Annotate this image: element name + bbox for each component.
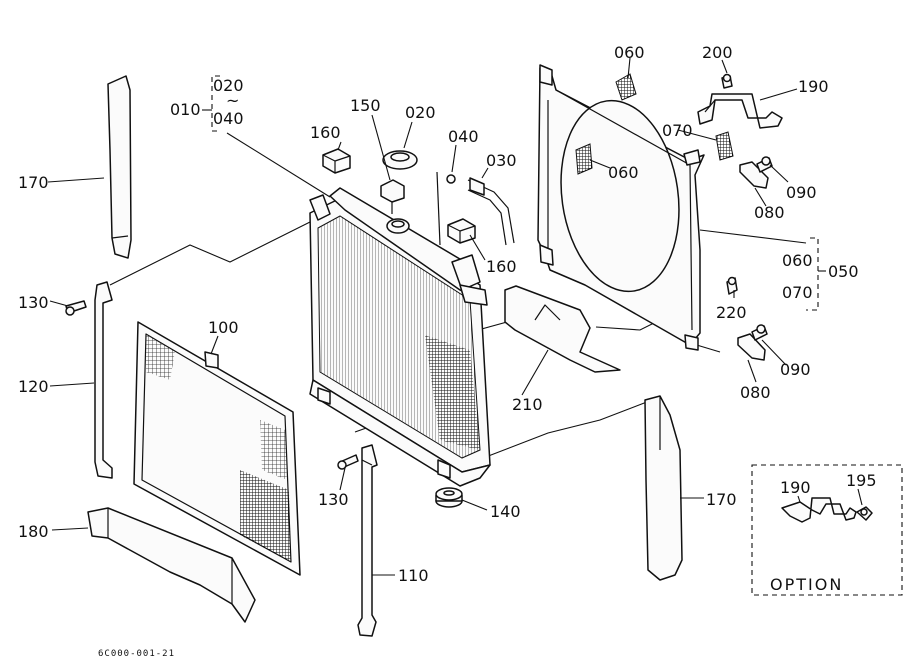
group-bracket-010: [202, 75, 220, 132]
part-210-air-baffle: [504, 285, 621, 373]
part-030-overflow-hose: [467, 177, 515, 246]
label-170-right: 170: [706, 490, 737, 509]
part-140-rubber-mount: [435, 487, 463, 508]
label-140: 140: [490, 502, 521, 521]
part-labels: 010 020 ~ 040 150 020 160 040 030 160 06…: [18, 43, 877, 659]
label-100: 100: [208, 318, 239, 337]
part-020-radiator-cap: [382, 150, 418, 234]
part-080-bracket-upper: [739, 161, 769, 189]
label-040: 040: [213, 109, 244, 128]
label-190: 190: [798, 77, 829, 96]
label-130-lower: 130: [318, 490, 349, 509]
option-box: [751, 464, 903, 596]
group-bracket-050: [806, 237, 826, 311]
part-130-bolt-lower: [337, 454, 359, 470]
label-020: 020: [213, 76, 244, 95]
part-060-seal-top: [615, 73, 637, 101]
label-180: 180: [18, 522, 49, 541]
label-010: 010: [170, 100, 201, 119]
part-090-bolt-upper: [756, 156, 773, 173]
part-090-bolt-lower: [751, 324, 768, 341]
option-label: OPTION: [770, 575, 843, 594]
label-060-top: 060: [614, 43, 645, 62]
radiator-core: [309, 187, 491, 487]
part-190-stay: [697, 93, 783, 129]
label-050: 050: [828, 262, 859, 281]
drawing-code: 6C000-001-21: [98, 649, 175, 659]
part-060-seal-middle: [575, 143, 593, 175]
part-040-hose-clip: [436, 171, 456, 246]
label-090-upper: 090: [786, 183, 817, 202]
label-070-top: 070: [662, 121, 693, 140]
part-170-left-side-cover: [107, 75, 132, 259]
label-130-left: 130: [18, 293, 49, 312]
label-070-group: 070: [782, 283, 813, 302]
label-tilde: ~: [226, 91, 239, 110]
part-160-cushion-right: [447, 218, 476, 244]
part-200-bolt: [721, 73, 733, 89]
part-110-lower-stay: [357, 444, 378, 637]
label-110: 110: [398, 566, 429, 585]
label-195: 195: [846, 471, 877, 490]
label-060-group: 060: [782, 251, 813, 270]
label-090-lower: 090: [780, 360, 811, 379]
label-060-mid: 060: [608, 163, 639, 182]
label-220: 220: [716, 303, 747, 322]
label-030: 030: [486, 151, 517, 170]
label-170-left: 170: [18, 173, 49, 192]
part-220-bolt: [726, 276, 738, 295]
label-150: 150: [350, 96, 381, 115]
part-070-seal: [715, 131, 734, 161]
part-100-radiator-screen: [133, 321, 301, 576]
label-120: 120: [18, 377, 49, 396]
part-160-cushion-top: [322, 148, 351, 174]
label-020-cap: 020: [405, 103, 436, 122]
part-150-drain-plug: [380, 179, 405, 214]
part-180-bottom-cover: [87, 507, 256, 623]
label-160-top: 160: [310, 123, 341, 142]
leader-lines: [47, 57, 798, 576]
label-080-upper: 080: [754, 203, 785, 222]
label-080-lower: 080: [740, 383, 771, 402]
label-160-right: 160: [486, 257, 517, 276]
label-040-clip: 040: [448, 127, 479, 146]
label-210: 210: [512, 395, 543, 414]
label-200: 200: [702, 43, 733, 62]
part-080-bracket-lower: [737, 333, 766, 361]
label-190-option: 190: [780, 478, 811, 497]
part-170-right-side-cover: [644, 395, 683, 581]
part-120-left-stay: [94, 281, 113, 479]
part-130-bolt-left: [65, 300, 87, 316]
